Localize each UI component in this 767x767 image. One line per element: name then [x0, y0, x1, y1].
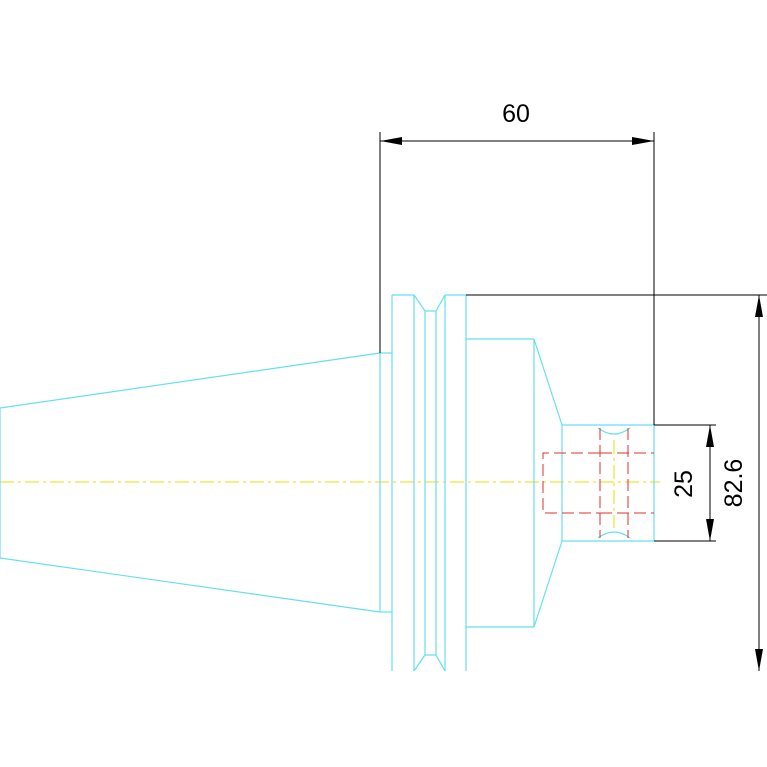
dimension-82-6: 82.6 [466, 294, 767, 671]
dimension-60: 60 [379, 100, 655, 425]
dimension-60-label: 60 [502, 100, 530, 128]
dimension-25-label: 25 [670, 470, 698, 498]
flange [391, 294, 467, 672]
dimension-25: 25 [654, 424, 716, 542]
body [466, 338, 563, 628]
dimension-82-6-label: 82.6 [720, 459, 748, 508]
nose [561, 424, 655, 542]
taper-shank [0, 352, 392, 613]
hidden-lines [542, 428, 654, 538]
